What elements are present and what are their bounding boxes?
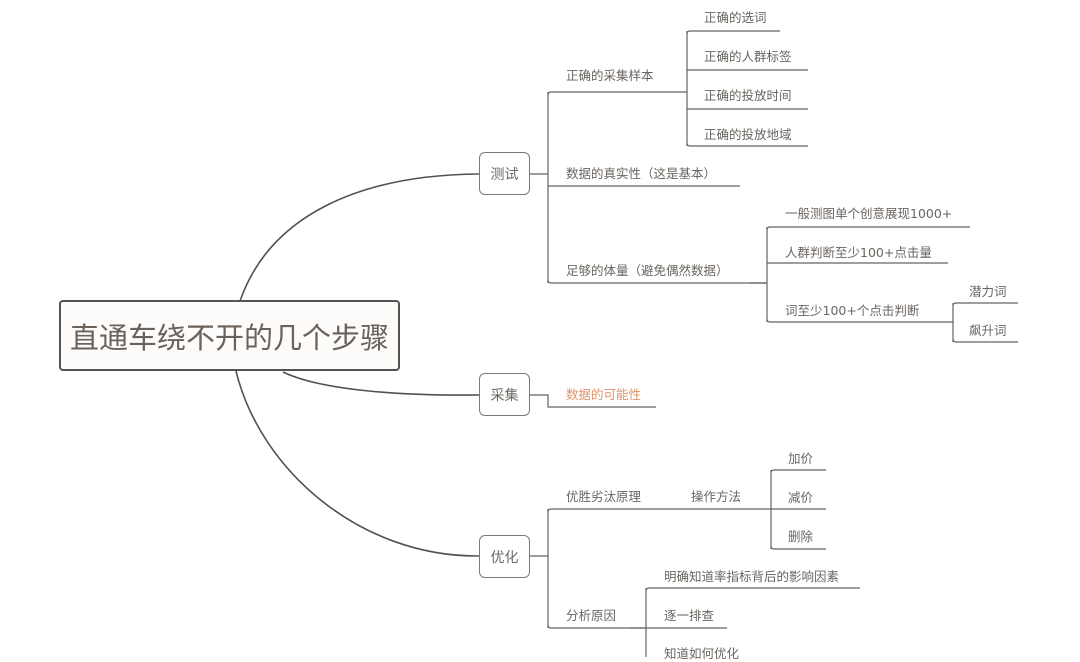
topic-correct-region[interactable]: 正确的投放地域 bbox=[704, 127, 792, 142]
topic-impressions-1000[interactable]: 一般测图单个创意展现1000+ bbox=[785, 206, 953, 221]
branch-label: 优化 bbox=[490, 549, 519, 566]
topic-raise-bid[interactable]: 加价 bbox=[788, 451, 814, 466]
topic-survival-of-fittest[interactable]: 优胜劣汰原理 bbox=[566, 489, 642, 504]
topic-correct-time[interactable]: 正确的投放时间 bbox=[704, 88, 792, 103]
topic-correct-keywords[interactable]: 正确的选词 bbox=[704, 10, 767, 25]
topic-rate-factors[interactable]: 明确知道率指标背后的影响因素 bbox=[664, 569, 840, 584]
branch-label: 采集 bbox=[490, 387, 519, 404]
branch-node-collect[interactable]: 采集 bbox=[479, 373, 530, 416]
topic-data-possibility[interactable]: 数据的可能性 bbox=[566, 387, 642, 402]
root-node[interactable]: 直通车绕不开的几个步骤 bbox=[59, 300, 400, 371]
connector-root-collect bbox=[282, 371, 480, 396]
branch-label: 测试 bbox=[490, 166, 519, 183]
root-label: 直通车绕不开的几个步骤 bbox=[69, 320, 389, 355]
topic-delete[interactable]: 删除 bbox=[788, 529, 814, 544]
topic-correct-sample[interactable]: 正确的采集样本 bbox=[566, 68, 654, 83]
branch-node-optimize[interactable]: 优化 bbox=[479, 535, 530, 578]
connector-root-optimize bbox=[235, 370, 480, 557]
connector-root-test bbox=[239, 173, 480, 302]
topic-potential-words[interactable]: 潜力词 bbox=[969, 284, 1007, 299]
topic-analyze-cause[interactable]: 分析原因 bbox=[566, 608, 617, 623]
topic-data-authenticity[interactable]: 数据的真实性（这是基本） bbox=[566, 166, 717, 181]
topic-lower-bid[interactable]: 减价 bbox=[788, 490, 814, 505]
topic-operation-method[interactable]: 操作方法 bbox=[691, 489, 742, 504]
topic-check-one-by-one[interactable]: 逐一排查 bbox=[664, 608, 715, 623]
topic-correct-crowd-tags[interactable]: 正确的人群标签 bbox=[704, 49, 792, 64]
topic-enough-volume[interactable]: 足够的体量（避免偶然数据） bbox=[566, 263, 729, 278]
topic-rising-words[interactable]: 飙升词 bbox=[969, 323, 1007, 338]
topic-keyword-clicks-100[interactable]: 词至少100+个点击判断 bbox=[785, 303, 920, 318]
branch-node-test[interactable]: 测试 bbox=[479, 152, 530, 195]
topic-know-how-to-optimize[interactable]: 知道如何优化 bbox=[664, 646, 740, 661]
topic-crowd-clicks-100[interactable]: 人群判断至少100+点击量 bbox=[785, 245, 932, 260]
